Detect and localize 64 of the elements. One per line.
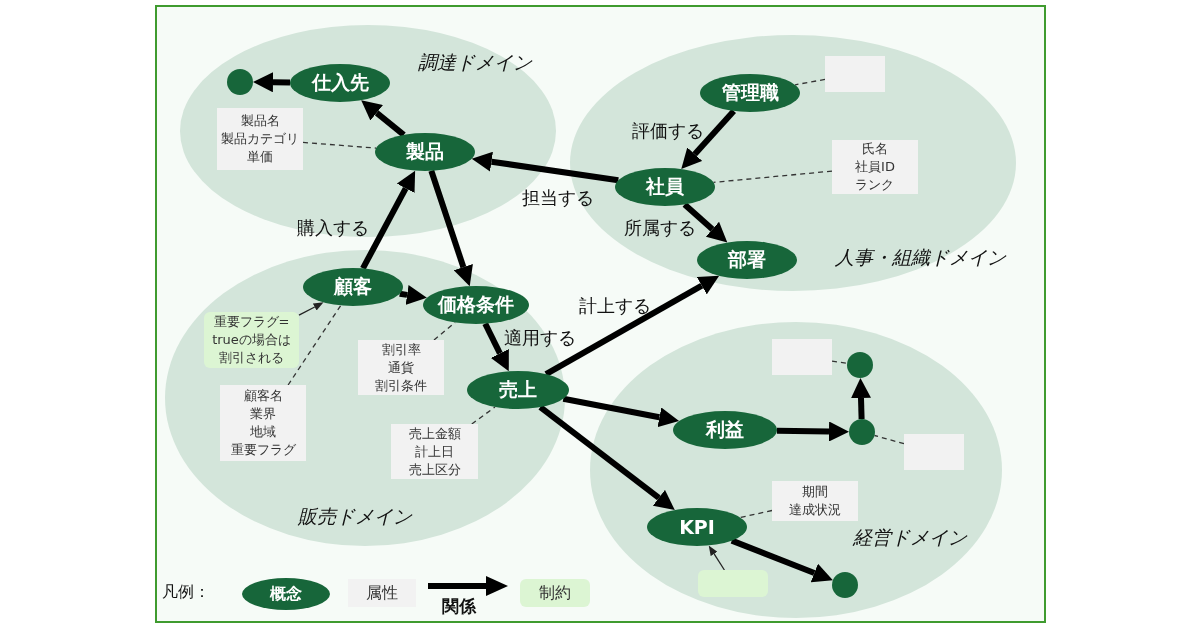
concept-ellipse: 仕入先 <box>290 64 390 102</box>
constraint-box <box>698 570 768 597</box>
dashed-line <box>831 360 848 364</box>
arrow <box>399 285 427 305</box>
dashed-line <box>873 434 905 445</box>
edge-label: 評価する <box>632 119 704 143</box>
dashed-line <box>794 78 826 86</box>
arrow <box>562 395 680 428</box>
arrow <box>298 302 324 316</box>
edge-label: 担当する <box>522 186 594 210</box>
arrow <box>851 378 871 420</box>
concept-ellipse: KPI <box>647 508 747 546</box>
concept-ellipse: 利益 <box>673 411 777 449</box>
attribute-box <box>772 339 832 375</box>
arrow <box>681 109 737 170</box>
domain-label: 人事・組織ドメイン <box>834 245 1006 270</box>
edge-label: 計上する <box>579 294 651 318</box>
legend-title: 凡例： <box>162 582 210 603</box>
arrow <box>361 100 406 138</box>
arrow <box>538 404 675 510</box>
arrow <box>253 72 291 93</box>
concept-circle <box>227 69 253 95</box>
concept-ellipse: 価格条件 <box>423 286 529 324</box>
concept-ellipse: 社員 <box>615 168 715 206</box>
arrow <box>428 169 473 287</box>
edge-label: 適用する <box>504 326 576 350</box>
legend-key: 属性 <box>348 579 416 607</box>
attribute-box: 氏名社員IDランク <box>832 140 918 194</box>
concept-ellipse: 管理職 <box>700 74 800 112</box>
dashed-line <box>712 170 833 184</box>
edge-label: 購入する <box>297 216 369 240</box>
constraint-box: 重要フラグ=trueの場合は割引される <box>204 312 299 368</box>
concept-circle <box>847 352 873 378</box>
dashed-line <box>302 141 377 149</box>
arrow <box>360 170 416 270</box>
edge-label: 所属する <box>624 216 696 240</box>
dashed-line <box>287 304 342 386</box>
concept-ellipse: 製品 <box>375 133 475 171</box>
legend-label: 関係 <box>442 595 476 618</box>
concept-circle <box>849 419 875 445</box>
attribute-box: 顧客名業界地域重要フラグ <box>220 385 306 461</box>
concept-ellipse: 部署 <box>697 241 797 279</box>
arrow <box>730 537 833 583</box>
dashed-line <box>739 509 773 519</box>
attribute-box: 売上金額計上日売上区分 <box>391 424 478 479</box>
domain-label: 販売ドメイン <box>298 504 412 529</box>
attribute-box <box>904 434 964 470</box>
domain-label: 調達ドメイン <box>418 50 532 75</box>
concept-ellipse: 売上 <box>467 371 569 409</box>
domain-label: 経営ドメイン <box>853 525 967 550</box>
attribute-box: 期間達成状況 <box>772 481 858 521</box>
concept-circle <box>832 572 858 598</box>
legend-key: 制約 <box>520 579 590 607</box>
arrow <box>682 202 728 243</box>
attribute-box: 製品名製品カテゴリ単価 <box>217 108 303 170</box>
arrow <box>708 545 726 571</box>
concept-ellipse: 顧客 <box>303 268 403 306</box>
arrow <box>544 275 720 377</box>
arrow <box>482 322 509 372</box>
dashed-line <box>471 406 496 425</box>
attribute-box <box>825 56 885 92</box>
arrow <box>471 151 619 184</box>
attribute-box: 割引率通貨割引条件 <box>358 340 444 395</box>
arrow <box>776 421 849 442</box>
